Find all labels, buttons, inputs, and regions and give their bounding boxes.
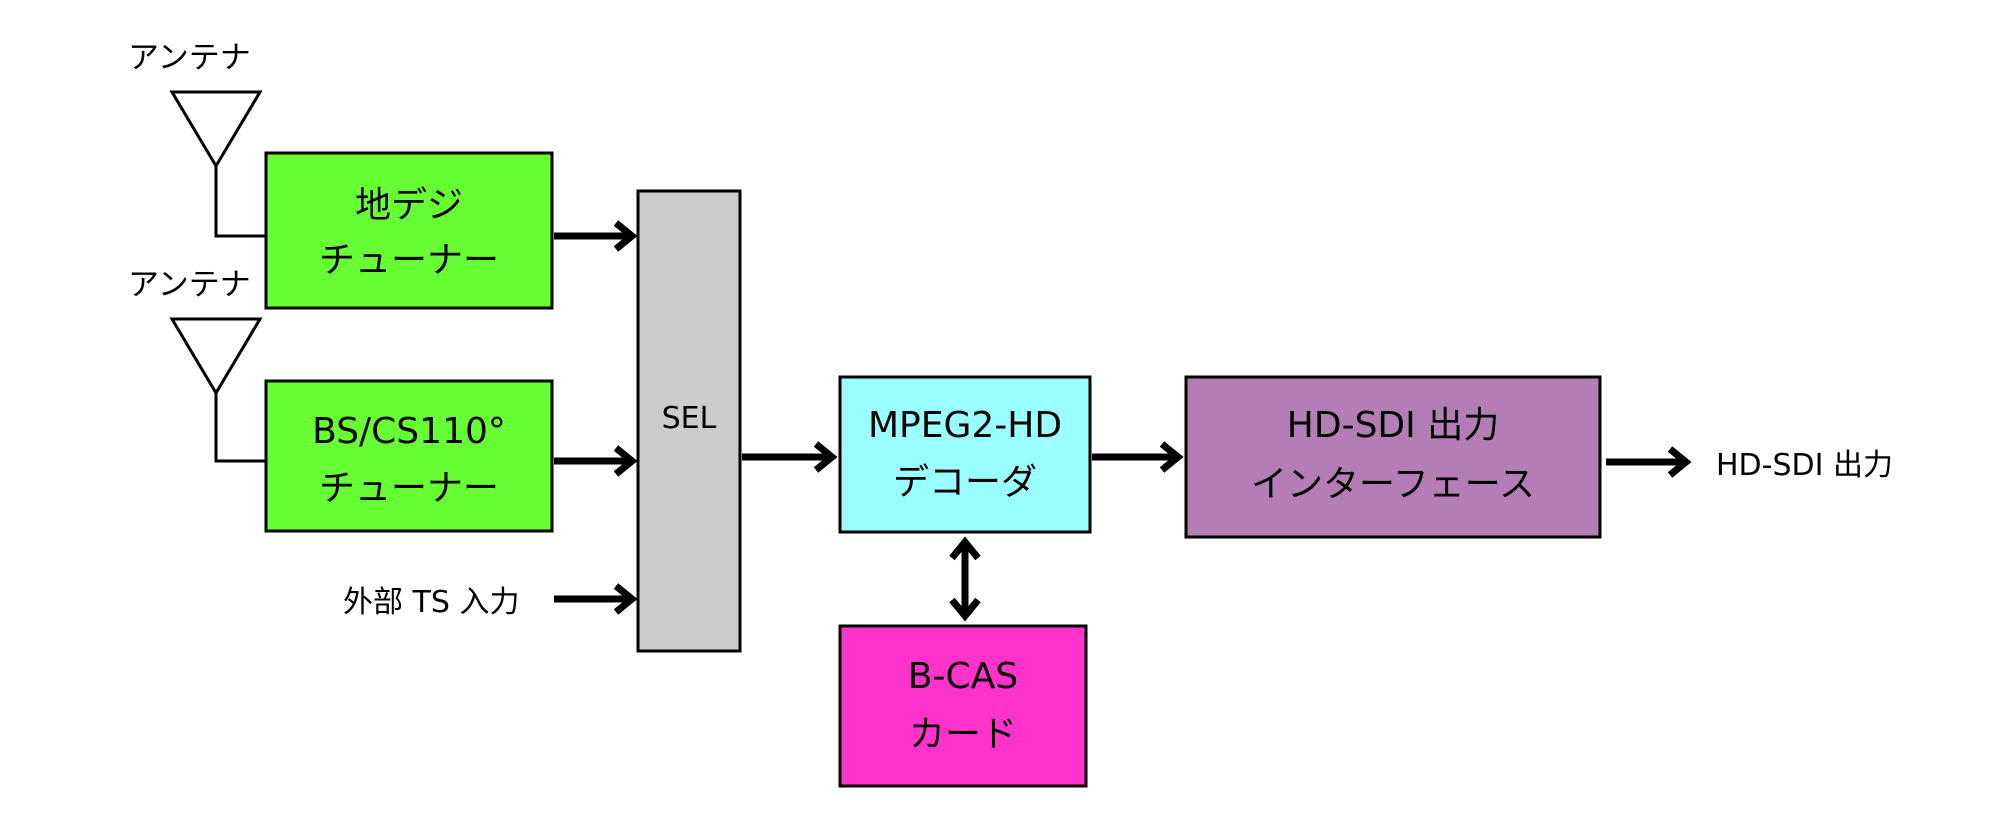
decoder-block: MPEG2-HD デコーダ: [838, 375, 1092, 534]
decoder-box: [838, 375, 1092, 534]
terrestrial-tuner-line2: チューナー: [319, 240, 499, 281]
satellite-tuner-block: BS/CS110° チューナー: [264, 379, 554, 533]
selector-block: SEL: [636, 189, 742, 653]
arrow-external-ts-to-selector: [554, 583, 638, 615]
bcas-block: B-CAS カード: [838, 624, 1088, 788]
bcas-line1: B-CAS: [908, 656, 1018, 697]
arrow-interface-to-output: [1606, 446, 1692, 478]
output-interface-box: [1184, 375, 1602, 539]
selector-box: [636, 189, 742, 653]
output-label: HD-SDI 出力: [1716, 448, 1893, 483]
arrow-selector-to-decoder: [742, 441, 838, 473]
selector-label: SEL: [662, 401, 717, 436]
output-interface-line1: HD-SDI 出力: [1287, 405, 1499, 446]
antenna-1-label: アンテナ: [128, 40, 251, 76]
arrow-decoder-to-interface: [1092, 441, 1184, 473]
satellite-tuner-line1: BS/CS110°: [312, 411, 506, 452]
arrow-terrestrial-to-selector: [554, 220, 638, 252]
arrow-satellite-to-selector: [554, 445, 638, 477]
bcas-line2: カード: [909, 714, 1017, 755]
output-interface-line2: インターフェース: [1251, 464, 1535, 505]
output-interface-block: HD-SDI 出力 インターフェース: [1184, 375, 1602, 539]
satellite-tuner-box: [264, 379, 554, 533]
external-ts-label: 外部 TS 入力: [343, 585, 519, 620]
decoder-line2: デコーダ: [893, 462, 1037, 503]
antenna-1-wire: [214, 166, 266, 238]
bcas-box: [838, 624, 1088, 788]
antenna-icon: [169, 317, 263, 396]
arrow-decoder-bcas-bidirectional: [949, 536, 981, 622]
antenna-2: アンテナ: [128, 267, 266, 463]
antenna-1: アンテナ: [128, 40, 266, 238]
decoder-line1: MPEG2-HD: [868, 405, 1062, 446]
terrestrial-tuner-box: [264, 151, 554, 310]
terrestrial-tuner-line1: 地デジ: [355, 185, 463, 226]
terrestrial-tuner-block: 地デジ チューナー: [264, 151, 554, 310]
antenna-2-label: アンテナ: [128, 267, 251, 303]
satellite-tuner-line2: チューナー: [319, 468, 499, 509]
antenna-icon: [169, 90, 263, 169]
antenna-2-wire: [214, 393, 266, 463]
